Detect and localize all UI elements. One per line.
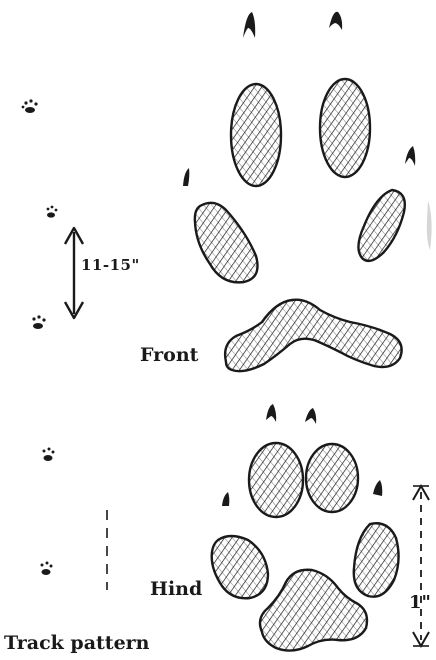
small-print-3: [32, 315, 45, 329]
front-toe-pad-inner-right: [320, 79, 370, 177]
hind-toe-pad-outer-left: [212, 536, 268, 598]
paper-edge-shadow: [427, 200, 432, 250]
hind-claw-outer-left: [222, 492, 229, 506]
front-claw-right: [329, 12, 342, 30]
front-claw-outer-right: [405, 146, 415, 166]
front-label: Front: [140, 346, 198, 365]
hind-toe-pad-inner-right: [306, 444, 358, 512]
front-toe-pad-outer-left: [195, 203, 258, 283]
front-claw-left: [243, 12, 255, 38]
track-pattern-label: Track pattern: [4, 634, 150, 653]
small-print-1: [22, 99, 38, 113]
hind-label: Hind: [150, 580, 202, 599]
front-heel-pad: [225, 300, 402, 371]
hind-toe-pad-inner-left: [249, 443, 303, 517]
hind-heel-pad: [260, 570, 367, 651]
front-toe-pad-outer-right: [358, 190, 404, 261]
hind-footprint: [212, 404, 399, 651]
size-arrow-icon: [413, 486, 429, 646]
hind-toe-pad-outer-right: [354, 523, 399, 596]
front-footprint: [183, 12, 415, 371]
hind-claw-right: [305, 408, 316, 424]
size-measurement-label: 1": [409, 594, 431, 612]
front-claw-outer-left: [183, 168, 189, 186]
small-print-4: [43, 448, 55, 462]
track-pattern: [22, 99, 107, 590]
hind-claw-outer-right: [373, 480, 382, 496]
small-print-2: [47, 206, 58, 218]
hind-claw-left: [266, 404, 276, 422]
small-print-5: [41, 562, 53, 576]
stride-measurement-label: 11-15": [81, 258, 140, 273]
front-toe-pad-inner-left: [231, 84, 281, 186]
